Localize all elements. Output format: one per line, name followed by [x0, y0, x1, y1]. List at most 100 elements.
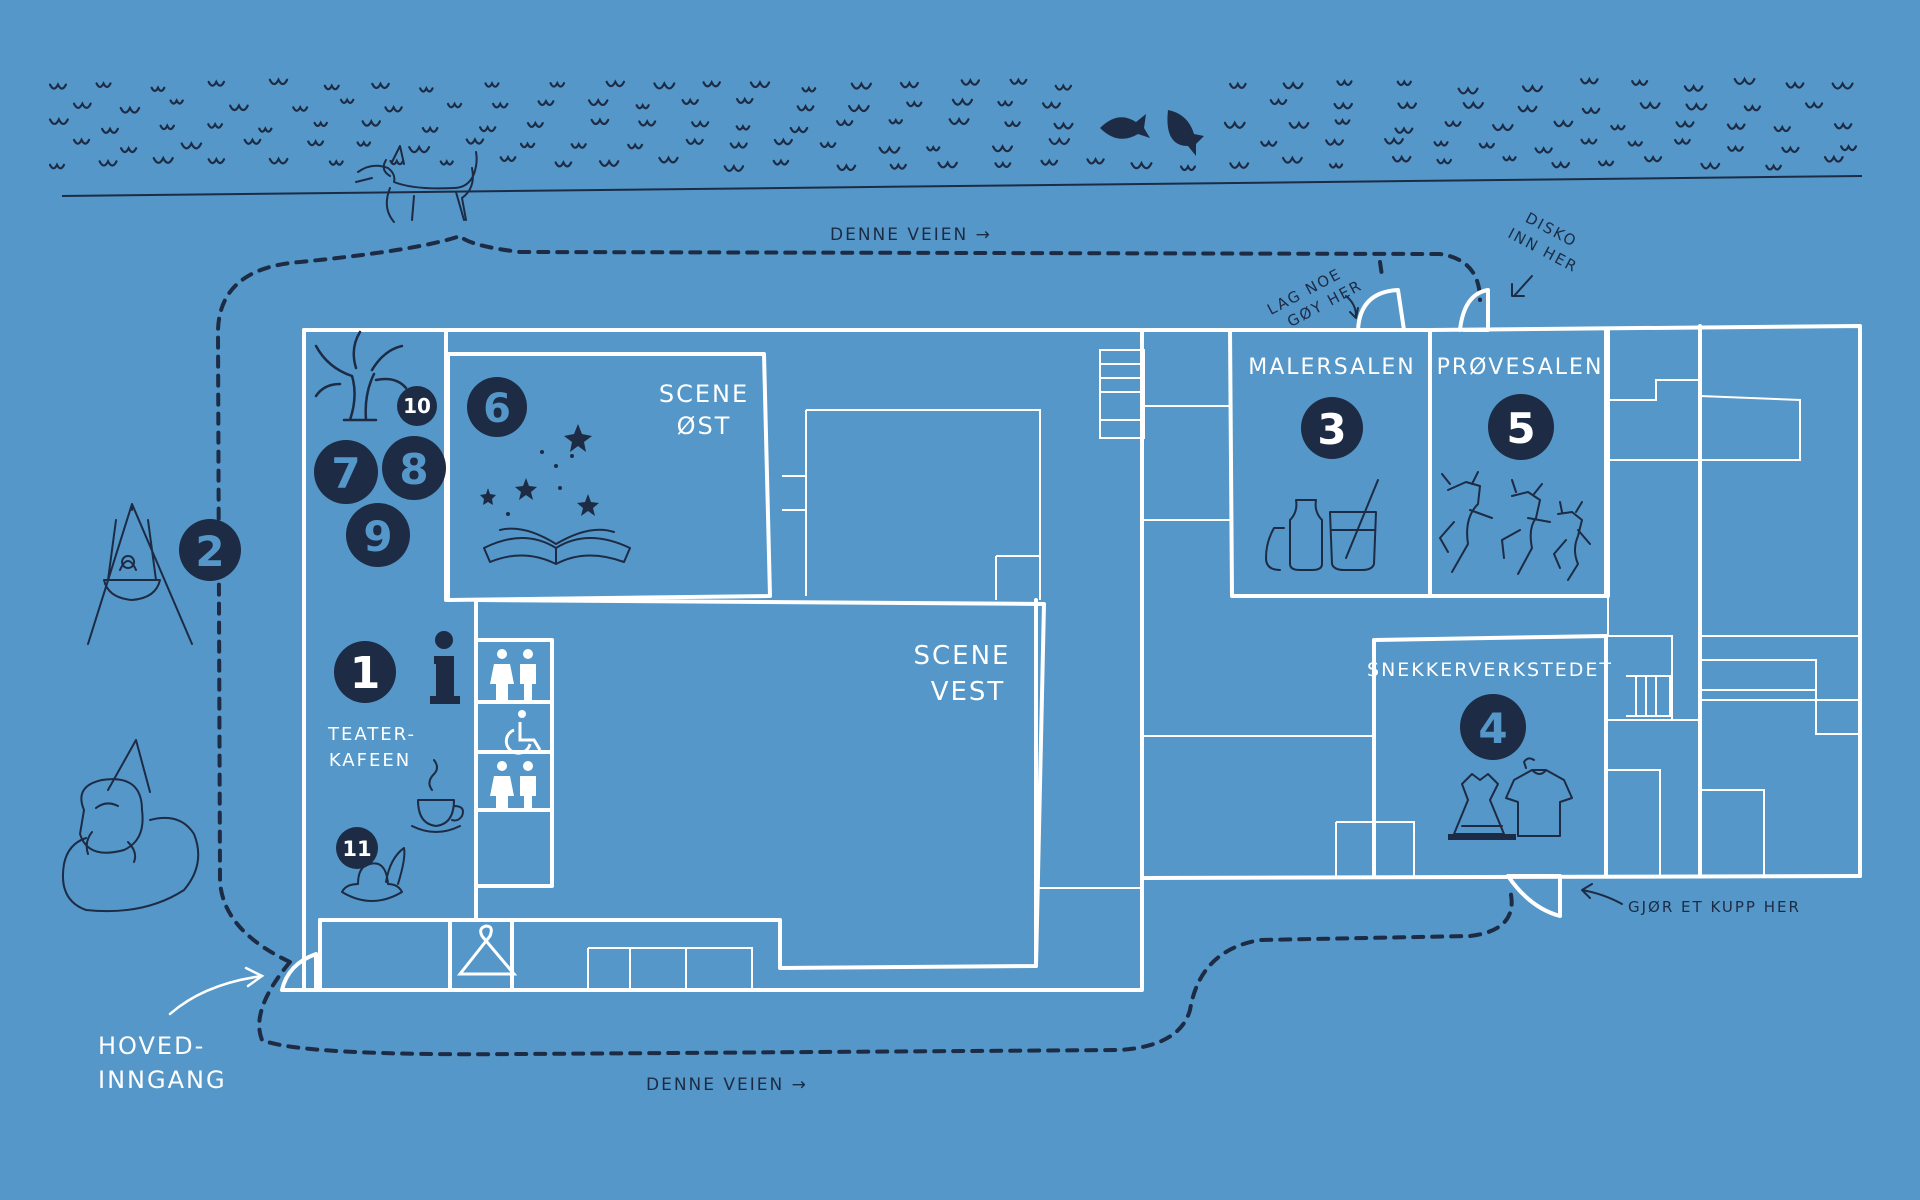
wave-mark [735, 123, 751, 131]
wave-mark [906, 100, 923, 108]
wave-mark [1394, 126, 1414, 134]
wave-mark [119, 105, 141, 114]
wave-mark [439, 159, 454, 166]
wave-mark [598, 158, 620, 167]
scene-ost-label-2: ØST [677, 412, 732, 440]
svg-text:8: 8 [399, 445, 428, 494]
wave-mark [328, 159, 344, 166]
wave-mark [702, 79, 721, 88]
wave-mark [152, 155, 174, 164]
wave-mark [519, 141, 536, 149]
svg-text:1: 1 [350, 648, 381, 699]
wave-mark [1333, 101, 1353, 110]
wave-mark [98, 158, 118, 167]
wave-mark [1260, 139, 1278, 147]
wave-mark [478, 124, 497, 133]
hovedinngang-label-1: HOVED- [98, 1032, 205, 1060]
wave-mark [150, 85, 166, 93]
wave-mark [1054, 83, 1073, 91]
wave-mark [313, 120, 328, 128]
wave-mark [729, 141, 748, 149]
shoreline [61, 175, 1863, 197]
wave-mark [605, 79, 626, 88]
wave-mark [1581, 106, 1601, 115]
wave-mark [207, 121, 224, 129]
wave-mark [772, 158, 790, 166]
wave-mark [95, 80, 112, 88]
wave-mark [796, 103, 815, 112]
wave-mark [1492, 122, 1514, 132]
wave-mark [1675, 119, 1695, 128]
wave-mark [419, 85, 434, 93]
wave-mark [1502, 154, 1517, 162]
wave-mark [638, 119, 657, 127]
marker-1: 1 [334, 641, 396, 703]
wave-mark [1674, 137, 1691, 145]
dog-with-hat-icon [355, 145, 478, 223]
marker-3: 3 [1301, 397, 1363, 459]
wave-mark [1328, 162, 1344, 169]
water-waves [48, 76, 1858, 172]
wave-mark [1053, 121, 1074, 130]
lag-noe-note: LAG NOE GØY HER [1264, 265, 1365, 331]
wave-mark [848, 103, 870, 113]
wave-mark [1765, 163, 1782, 171]
wave-mark [356, 140, 372, 147]
wave-mark [899, 80, 919, 89]
wave-mark [801, 85, 817, 93]
wave-mark [1610, 123, 1626, 131]
wave-mark [1478, 141, 1495, 149]
wave-mark [323, 83, 340, 91]
wave-mark [243, 137, 262, 145]
tree-icon [314, 330, 408, 422]
wave-mark [948, 116, 970, 126]
wave-mark [268, 77, 289, 86]
info-icon [430, 631, 460, 704]
wave-mark [180, 141, 203, 150]
wave-mark [1048, 136, 1071, 146]
wave-mark [850, 81, 872, 90]
wave-mark [1639, 100, 1661, 110]
wave-mark [169, 98, 184, 105]
wave-mark [1223, 120, 1246, 129]
wave-mark [937, 160, 958, 169]
wave-mark [1086, 156, 1105, 165]
book-with-stars-icon [480, 424, 631, 565]
path-top-label: DENNE VEIEN → [830, 225, 992, 245]
marker-8: 8 [382, 436, 446, 500]
wave-mark [1700, 161, 1721, 170]
snekkerverkstedet-label: SNEKKERVERKSTEDET [1367, 659, 1613, 681]
wave-mark [1743, 104, 1762, 112]
provesalen-label: PRØVESALEN [1437, 355, 1604, 380]
marker-10: 10 [397, 386, 437, 426]
hovedinngang-label-2: INNGANG [98, 1066, 227, 1094]
disko-arrow [1511, 275, 1533, 297]
wave-mark [1833, 121, 1853, 130]
baby-with-party-hat-icon [62, 739, 200, 913]
svg-text:10: 10 [403, 394, 431, 418]
svg-text:2: 2 [195, 527, 224, 576]
wave-mark [570, 141, 587, 149]
wave-mark [1444, 119, 1462, 127]
marker-11: 11 [336, 827, 378, 869]
wave-mark [526, 120, 544, 128]
marker-2: 2 [179, 519, 241, 581]
wave-mark [229, 103, 249, 112]
wave-mark [1457, 86, 1479, 95]
wave-mark [307, 139, 325, 147]
coat-hanger-icon [456, 924, 518, 976]
wave-mark [773, 137, 793, 146]
wave-mark [1462, 100, 1484, 109]
wave-mark [1040, 158, 1059, 166]
kupp-label: GJØR ET KUPP HER [1628, 898, 1801, 916]
wave-mark [1643, 154, 1663, 163]
wave-mark [408, 144, 431, 154]
wave-mark [997, 99, 1014, 107]
wave-mark [1179, 164, 1197, 172]
wave-mark [72, 137, 91, 145]
wave-mark [1517, 104, 1538, 113]
wave-mark [537, 98, 555, 107]
wave-mark [723, 163, 745, 172]
wave-mark [1229, 160, 1250, 169]
svg-text:6: 6 [483, 386, 511, 432]
